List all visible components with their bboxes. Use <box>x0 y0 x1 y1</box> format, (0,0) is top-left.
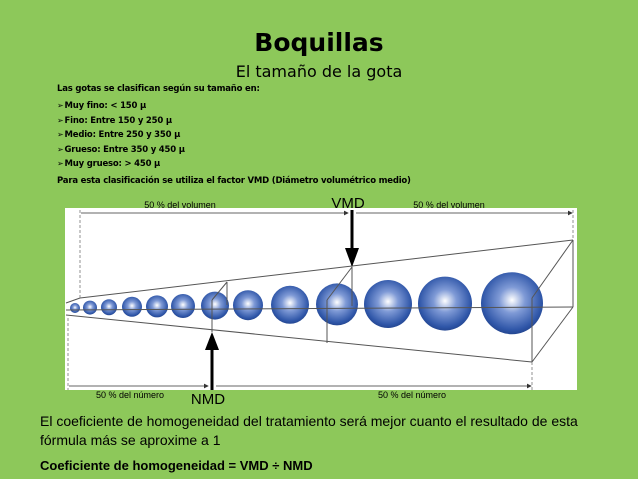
nmd-arrow <box>205 332 219 390</box>
dimension-guides <box>67 210 574 390</box>
vmd-note: Para esta clasificación se utiliza el fa… <box>57 176 411 186</box>
droplet-sphere <box>146 295 168 318</box>
size-item: Grueso: Entre 350 y 450 µ <box>57 143 185 158</box>
droplet-sphere <box>233 290 263 321</box>
number-right-label: 50 % del número <box>378 390 446 400</box>
body-text: El coeficiente de homogeneidad del trata… <box>40 413 578 448</box>
droplet-sphere <box>171 294 195 318</box>
droplet-sphere <box>481 272 543 335</box>
droplet-sphere <box>122 296 142 317</box>
droplet-sphere <box>70 303 80 313</box>
dimension-lines <box>69 210 573 389</box>
formula: Coeficiente de homogeneidad = VMD ÷ NMD <box>40 458 313 473</box>
vmd-arrow <box>345 210 359 267</box>
size-item: Medio: Entre 250 y 350 µ <box>57 128 185 143</box>
slide-title: Boquillas <box>254 28 384 57</box>
intro-text: Las gotas se clasifican según su tamaño … <box>57 84 260 94</box>
volume-right-label: 50 % del volumen <box>413 200 485 210</box>
number-left-label: 50 % del número <box>96 390 164 400</box>
droplet-sphere <box>364 280 412 328</box>
droplet-sphere <box>201 291 229 320</box>
droplet-sphere <box>271 285 309 324</box>
size-item: Muy fino: < 150 µ <box>57 99 185 114</box>
droplet-sphere <box>101 299 117 316</box>
slide-subtitle: El tamaño de la gota <box>235 62 403 81</box>
size-item: Fino: Entre 150 y 250 µ <box>57 114 185 129</box>
size-item: Muy grueso: > 450 µ <box>57 157 185 172</box>
cone-lines <box>65 239 574 363</box>
droplet-sphere <box>83 300 97 315</box>
vmd-label: VMD <box>331 195 365 212</box>
nmd-label: NMD <box>191 391 225 408</box>
droplet-sphere <box>418 276 472 331</box>
size-list: Muy fino: < 150 µ Fino: Entre 150 y 250 … <box>57 99 185 172</box>
volume-left-label: 50 % del volumen <box>144 200 216 210</box>
